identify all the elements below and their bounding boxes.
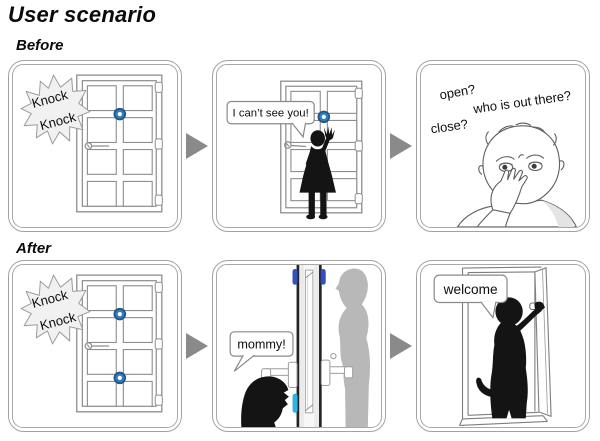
door-hinge — [154, 194, 163, 206]
door-handle — [284, 141, 307, 149]
door-edge-view — [261, 265, 354, 427]
peephole-icon — [317, 110, 331, 124]
arrow-right-icon — [390, 133, 412, 159]
welcoming-child-silhouette — [476, 297, 546, 419]
arrow-right-icon — [390, 333, 412, 359]
door-hinge — [354, 140, 363, 152]
question-text-who: who is out there? — [471, 88, 572, 117]
door-hinge — [154, 81, 163, 93]
child-silhouette — [299, 126, 336, 220]
peephole-icon — [113, 307, 127, 321]
panel-after-welcome: welcome — [416, 260, 590, 432]
illustration-door-knock: Knock Knock — [20, 74, 163, 213]
arrow-right-icon — [186, 333, 208, 359]
knock-burst-bubble: Knock Knock — [20, 74, 91, 145]
door-lock-handles — [261, 352, 354, 389]
door-handle — [84, 342, 110, 350]
door-slab-edge — [542, 269, 548, 414]
door-hinge — [154, 281, 163, 293]
page-title: User scenario — [8, 2, 157, 27]
section-label-before: Before — [16, 37, 64, 54]
door-handle — [84, 142, 110, 150]
door — [76, 274, 163, 413]
speech-bubble: welcome — [433, 274, 508, 320]
mother-silhouette — [335, 268, 371, 427]
worried-child-face — [456, 122, 578, 227]
illustration-door-two-peepholes: Knock Knock — [20, 274, 163, 413]
door-hinge — [154, 394, 163, 406]
door — [76, 74, 163, 213]
top-viewer-device — [320, 269, 326, 285]
child-head-silhouette — [241, 376, 289, 427]
top-viewer-device — [292, 269, 298, 285]
illustration-open-door-welcome: welcome — [433, 266, 552, 427]
illustration-door-side-view: mommy! — [229, 265, 371, 427]
door-hinge — [154, 138, 163, 150]
panel-before-wondering: open? who is out there? close? — [416, 60, 590, 232]
section-label-after: After — [16, 240, 52, 257]
door — [280, 80, 363, 214]
knock-burst-bubble: Knock Knock — [20, 274, 91, 345]
panel-before-knock: Knock Knock — [8, 60, 182, 232]
door-hinge — [154, 338, 163, 350]
panel-before-cant-see: I can’t see you! — [212, 60, 386, 232]
door-hinge — [354, 193, 363, 205]
illustration-child-at-door: I can’t see you! — [226, 80, 363, 220]
speech-bubble: mommy! — [229, 331, 294, 372]
question-text-open: open? — [438, 81, 476, 102]
bubble-text: I can’t see you! — [233, 108, 309, 120]
door-hinge — [354, 87, 363, 99]
peephole-icon — [113, 107, 127, 121]
speech-bubble: I can’t see you! — [226, 100, 315, 139]
hand-over-mouth — [490, 167, 528, 214]
bubble-text: welcome — [443, 282, 498, 297]
arrow-right-icon — [186, 133, 208, 159]
question-text-close: close? — [430, 116, 469, 136]
panel-after-mommy: mommy! — [212, 260, 386, 432]
pet-tail — [476, 377, 500, 398]
periscope-tube — [304, 269, 314, 414]
illustration-worried-child: open? who is out there? close? — [430, 81, 578, 227]
panel-after-knock: Knock Knock — [8, 260, 182, 432]
bubble-text: mommy! — [237, 338, 285, 352]
bottom-viewer-device — [292, 393, 298, 413]
child-height-peephole-icon — [113, 371, 127, 385]
